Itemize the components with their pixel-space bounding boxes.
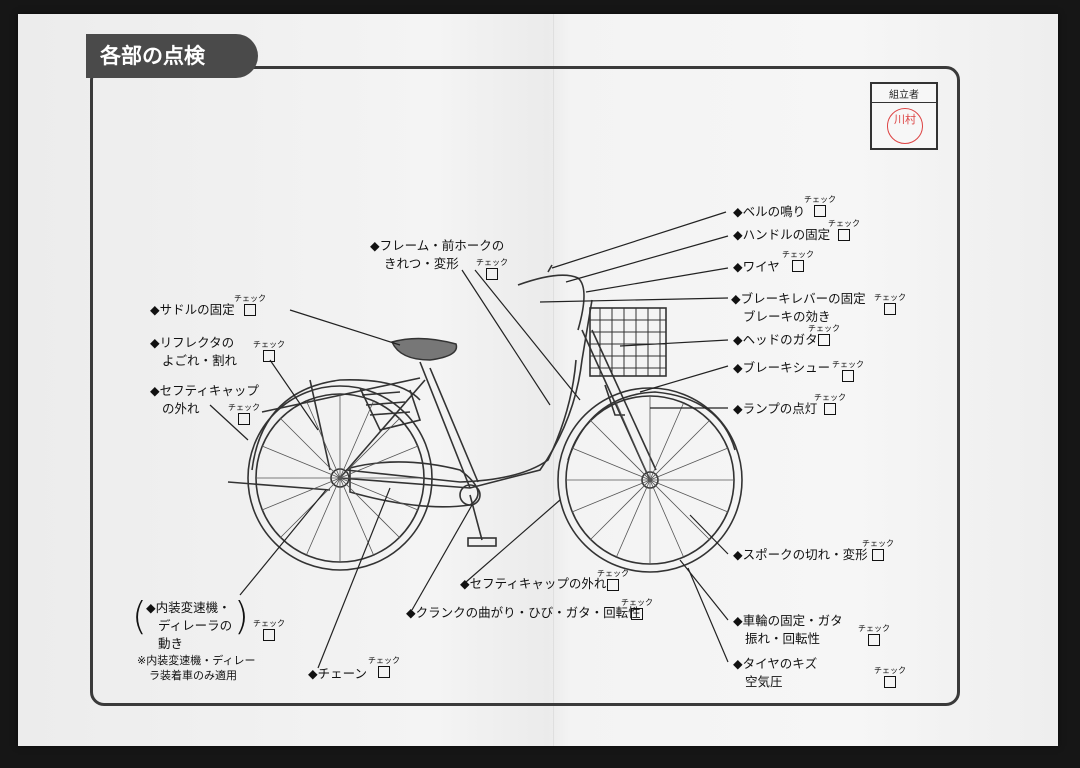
label-safety-cap-rear-line1: ◆セフティキャップ xyxy=(150,383,259,398)
assembler-stamp: 川村 xyxy=(887,108,923,144)
label-hub: ◆内装変速機・ ディレーラの 動き xyxy=(146,599,232,653)
label-brake-lever-line1: ◆ブレーキレバーの固定 xyxy=(731,291,866,306)
diagram-frame xyxy=(90,66,960,706)
label-chain: ◆チェーン xyxy=(308,666,367,681)
label-brake-shoe: ◆ブレーキシュー xyxy=(733,360,831,375)
label-reflector: ◆リフレクタの よごれ・割れ xyxy=(150,334,237,370)
rear-carrier xyxy=(261,377,421,413)
label-hub-line2: ディレーラの xyxy=(158,618,233,633)
label-brake-lever: ◆ブレーキレバーの固定 ブレーキの効き xyxy=(731,290,866,326)
check-handle[interactable]: チェック xyxy=(828,219,860,241)
label-lamp: ◆ランプの点灯 xyxy=(733,401,818,416)
label-wheel-line1: ◆車輪の固定・ガタ xyxy=(733,613,843,628)
label-handle: ◆ハンドルの固定 xyxy=(733,227,831,242)
front-fork-inner xyxy=(591,329,657,471)
bracket-right: ) xyxy=(234,594,249,638)
check-safety-cap-front[interactable]: チェック xyxy=(597,569,629,591)
rear-tire xyxy=(247,385,433,571)
bell xyxy=(547,264,553,273)
label-wheel-line2: 振れ・回転性 xyxy=(745,631,821,646)
assembler-label: 組立者 xyxy=(889,90,919,101)
handlebar xyxy=(517,274,585,331)
check-spoke[interactable]: チェック xyxy=(862,539,894,561)
check-reflector[interactable]: チェック xyxy=(253,340,285,362)
check-brake-lever[interactable]: チェック xyxy=(874,293,906,315)
label-tire-line1: ◆タイヤのキズ xyxy=(733,656,818,671)
label-frame-line2: きれつ・変形 xyxy=(384,256,459,271)
paper-fold xyxy=(553,14,554,746)
label-reflector-line2: よごれ・割れ xyxy=(162,353,238,368)
check-head[interactable]: チェック xyxy=(808,324,840,346)
front-basket xyxy=(589,307,667,377)
chain-guard xyxy=(349,461,479,508)
crank-arm xyxy=(469,494,483,541)
label-safety-cap-rear-line2: の外れ xyxy=(162,401,200,416)
seat-tube-inner xyxy=(429,367,479,483)
check-bell[interactable]: チェック xyxy=(804,195,836,217)
check-lamp[interactable]: チェック xyxy=(814,393,846,415)
rear-fender xyxy=(251,379,421,471)
hub-note: ※内装変速機・ディレー ラ装着車のみ適用 xyxy=(137,653,255,683)
pedal xyxy=(467,537,497,547)
hub-note-line1: ※内装変速機・ディレー xyxy=(137,654,256,667)
label-crank: ◆クランクの曲がり・ひび・ガタ・回転性 xyxy=(406,605,641,620)
check-frame[interactable]: チェック xyxy=(476,258,508,280)
label-wheel: ◆車輪の固定・ガタ 振れ・回転性 xyxy=(733,612,843,648)
label-tire-line2: 空気圧 xyxy=(745,674,783,689)
check-brake-shoe[interactable]: チェック xyxy=(832,360,864,382)
check-crank[interactable]: チェック xyxy=(621,598,653,620)
label-reflector-line1: ◆リフレクタの xyxy=(150,335,235,350)
label-spoke: ◆スポークの切れ・変形 xyxy=(733,547,868,562)
crank-hub xyxy=(459,484,481,506)
label-wire: ◆ワイヤ xyxy=(733,259,780,274)
bike-frame xyxy=(339,299,593,489)
front-tire xyxy=(557,387,743,573)
label-brake-lever-line2: ブレーキの効き xyxy=(743,309,831,324)
check-safety-cap-rear[interactable]: チェック xyxy=(228,403,260,425)
check-saddle[interactable]: チェック xyxy=(234,294,266,316)
label-frame-line1: ◆フレーム・前ホークの xyxy=(370,238,505,253)
label-safety-cap-front: ◆セフティキャップの外れ xyxy=(460,576,607,591)
check-wheel[interactable]: チェック xyxy=(858,624,890,646)
page-title: 各部の点検 xyxy=(86,34,258,78)
seat-tube xyxy=(419,361,471,489)
child-seat-grid xyxy=(361,391,411,416)
front-spokes xyxy=(566,396,734,564)
label-saddle: ◆サドルの固定 xyxy=(150,302,235,317)
label-safety-cap-rear: ◆セフティキャップ の外れ xyxy=(150,382,259,418)
carrier-stay xyxy=(309,379,331,471)
bracket-left: ( xyxy=(132,594,147,638)
basket-grid xyxy=(590,308,666,376)
saddle xyxy=(390,337,458,361)
label-frame: ◆フレーム・前ホークの きれつ・変形 xyxy=(370,237,504,273)
check-tire[interactable]: チェック xyxy=(874,666,906,688)
hub-note-line2: ラ装着車のみ適用 xyxy=(149,669,237,682)
label-tire: ◆タイヤのキズ 空気圧 xyxy=(733,655,817,691)
check-wire[interactable]: チェック xyxy=(782,250,814,272)
label-hub-line3: 動き xyxy=(158,636,184,651)
check-hub[interactable]: チェック xyxy=(253,619,285,641)
leader-lines xyxy=(209,211,729,669)
assembler-box: 組立者 川村 xyxy=(870,82,938,150)
check-chain[interactable]: チェック xyxy=(368,656,400,678)
rear-spokes xyxy=(256,394,424,562)
label-head: ◆ヘッドのガタ xyxy=(733,332,818,347)
label-hub-line1: ◆内装変速機・ xyxy=(146,600,231,615)
assembler-divider xyxy=(872,102,936,103)
label-bell: ◆ベルの鳴り xyxy=(733,204,806,219)
front-fender xyxy=(567,391,736,461)
